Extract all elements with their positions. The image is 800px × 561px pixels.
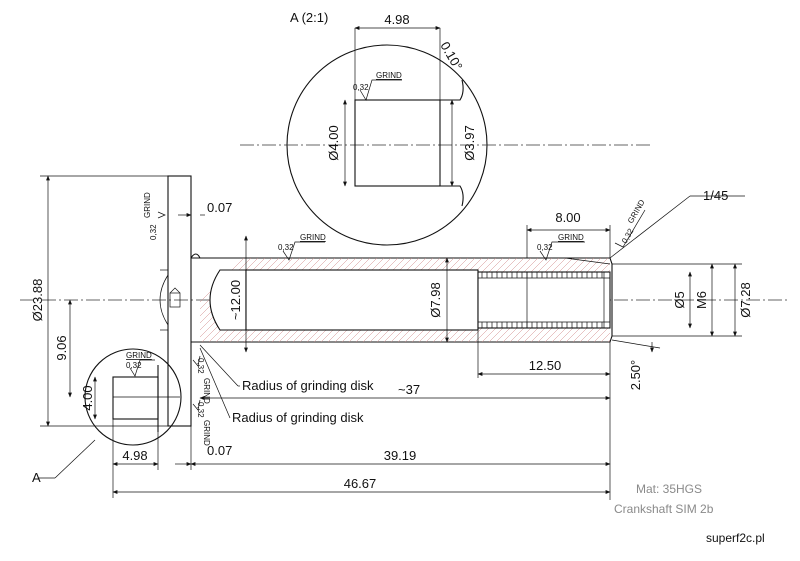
- svg-text:GRIND: GRIND: [626, 198, 647, 225]
- dim-chamfer-angle: 0.10°: [437, 39, 465, 73]
- svg-text:0,32: 0,32: [196, 358, 205, 374]
- note-grinding-2: Radius of grinding disk: [232, 410, 364, 425]
- dim-thread-end-len: 12.50: [529, 358, 562, 373]
- dim-detail-dia-left: Ø4.00: [326, 125, 341, 160]
- svg-text:GRIND: GRIND: [202, 378, 211, 404]
- surface-finish-symbols: [129, 79, 646, 411]
- dim-bottom-left-len: 4.98: [122, 448, 147, 463]
- svg-text:GRIND: GRIND: [202, 420, 211, 446]
- svg-text:0,32: 0,32: [196, 402, 205, 418]
- dim-shaft-len: 39.19: [384, 448, 417, 463]
- svg-text:0,32: 0,32: [537, 243, 553, 252]
- dim-bore-depth: ~12.00: [228, 280, 243, 320]
- dim-thread-size: M6: [694, 291, 709, 309]
- dim-flange-step: 4.00: [80, 385, 95, 410]
- note-grinding-1: Radius of grinding disk: [242, 378, 374, 393]
- svg-text:0,32: 0,32: [126, 361, 142, 370]
- detail-circle-bottom: [84, 348, 182, 446]
- section-label: A: [32, 470, 41, 485]
- dimension-lines: [38, 26, 745, 500]
- dim-gap-bottom: 0.07: [207, 443, 232, 458]
- dim-shaft-dia: Ø7.98: [428, 282, 443, 317]
- svg-text:GRIND: GRIND: [300, 233, 326, 242]
- dim-bore-dia: Ø5: [672, 291, 687, 308]
- material-label: Mat: 35HGS: [636, 482, 702, 496]
- website: superf2c.pl: [706, 531, 765, 545]
- dim-thread-length: 8.00: [555, 210, 580, 225]
- dim-chamfer: 1/45: [703, 188, 728, 203]
- dim-detail-dia-right: Ø3.97: [462, 125, 477, 160]
- dim-flange-dia: Ø23.88: [30, 279, 45, 322]
- dim-taper-angle: 2.50°: [628, 360, 643, 391]
- svg-text:GRIND: GRIND: [143, 192, 152, 218]
- dim-bore-len: ~37: [398, 382, 420, 397]
- svg-text:GRIND: GRIND: [126, 351, 152, 360]
- svg-text:GRIND: GRIND: [558, 233, 584, 242]
- dim-total-len: 46.67: [344, 476, 377, 491]
- dim-top-length: 4.98: [384, 12, 409, 27]
- dim-flange-offset: 9.06: [54, 335, 69, 360]
- detail-label: A (2:1): [290, 10, 328, 25]
- detail-circle-top: [240, 44, 650, 246]
- svg-text:0,32: 0,32: [353, 83, 369, 92]
- svg-text:0,32: 0,32: [278, 243, 294, 252]
- dim-end-dia: Ø7.28: [738, 282, 753, 317]
- dim-gap-top: 0.07: [207, 200, 232, 215]
- svg-text:0,32: 0,32: [149, 224, 158, 240]
- flange: [159, 175, 192, 427]
- shaft-body: [190, 253, 613, 343]
- svg-text:GRIND: GRIND: [376, 71, 402, 80]
- part-name: Crankshaft SIM 2b: [614, 502, 714, 516]
